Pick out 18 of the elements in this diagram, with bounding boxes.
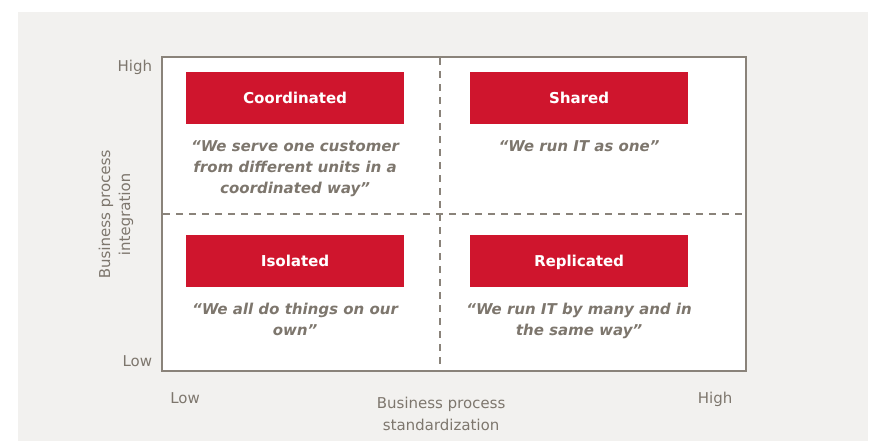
category-label: Isolated (260, 252, 330, 270)
axis-title: Business process integration (95, 148, 135, 280)
category-box (470, 72, 688, 124)
category-box (186, 72, 404, 124)
axis-label: Low (121, 351, 152, 371)
category-label: Replicated (534, 252, 624, 270)
category-box (470, 235, 688, 287)
quote-text: “We run IT by many and in the same way” (465, 299, 693, 341)
quote-text: “We all do things on our own” (191, 299, 400, 341)
axis-label: Low (169, 388, 201, 408)
axis-label: High (696, 388, 734, 408)
category-box (186, 235, 404, 287)
category-label: Coordinated (243, 89, 347, 107)
axis-title: Business process standardization (376, 393, 506, 436)
category-label: Shared (549, 89, 609, 107)
quote-text: “We serve one customer from different units in a coordinated way” (190, 136, 401, 199)
quote-text: “We run IT as one” (498, 136, 660, 157)
axis-label: High (116, 56, 152, 76)
